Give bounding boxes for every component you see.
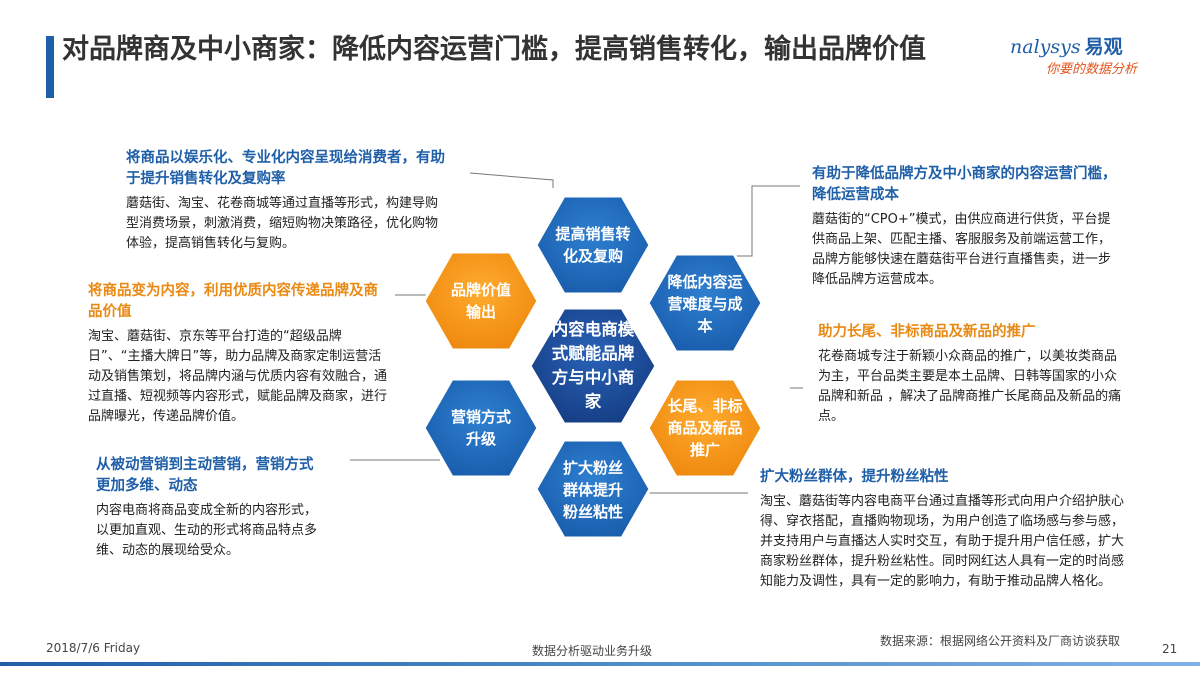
benefit-brand-value: 将商品变为内容，利用优质内容传递品牌及商品价值 淘宝、蘑菇街、京东等平台打造的“… [88,281,388,427]
logo-brand: nalysys [1010,36,1081,58]
title-accent-bar [46,36,54,98]
benefit-heading: 将商品以娱乐化、专业化内容呈现给消费者，有助于提升销售转化及复购率 [126,150,445,187]
connector-top [469,172,554,188]
benefit-sales-conversion: 将商品以娱乐化、专业化内容呈现给消费者，有助于提升销售转化及复购率 蘑菇街、淘宝… [126,148,446,254]
benefit-heading: 有助于降低品牌方及中小商家的内容运营门槛，降低运营成本 [812,166,1117,203]
connector-upper-right [728,185,800,257]
benefit-heading: 扩大粉丝群体，提升粉丝粘性 [760,469,949,485]
page-number: 21 [1162,642,1178,656]
benefit-heading: 助力长尾、非标商品及新品的推广 [818,324,1036,340]
benefit-description: 花卷商城专注于新颖小众商品的推广，以美妆类商品为主，平台品类主要是本土品牌、日韩… [818,349,1122,424]
benefit-long-tail: 助力长尾、非标商品及新品的推广 花卷商城专注于新颖小众商品的推广，以美妆类商品为… [818,322,1128,427]
page-title: 对品牌商及中小商家：降低内容运营门槛，提高销售转化，输出品牌价值 [62,34,926,65]
hex-upper-right-label: 降低内容运营难度与成本 [667,273,743,335]
benefit-marketing-upgrade: 从被动营销到主动营销，营销方式更加多维、动态 内容电商将商品变成全新的内容形式，… [96,455,326,561]
hex-upper-left-label: 品牌价值输出 [450,281,511,321]
data-source-note: 数据来源：根据网络公开资料及厂商访谈获取 [880,634,1121,648]
benefit-heading: 将商品变为内容，利用优质内容传递品牌及商品价值 [88,283,378,320]
hex-center-label: 内容电商模式赋能品牌方与中小商家 [551,320,635,411]
benefit-description: 蘑菇街的“CPO+”模式，由供应商进行供货，平台提供商品上架、匹配主播、客服服务… [812,212,1112,287]
footer-divider [0,662,1200,666]
benefit-heading: 从被动营销到主动营销，营销方式更加多维、动态 [96,457,314,494]
footer-slogan: 数据分析驱动业务升级 [532,644,653,658]
benefit-description: 淘宝、蘑菇街、京东等平台打造的“超级品牌日”、“主播大牌日”等，助力品牌及商家定… [88,329,388,424]
footer-date: 2018/7/6 Friday [46,641,141,655]
benefit-description: 蘑菇街、淘宝、花卷商城等通过直播等形式，构建导购型消费场景，刺激消费，缩短购物决… [126,196,439,251]
hex-top-label: 提高销售转化及复购 [555,225,631,265]
benefit-description: 淘宝、蘑菇街等内容电商平台通过直播等形式向用户介绍护肤心得、穿衣搭配，直播购物现… [760,494,1125,589]
hex-bottom-label: 扩大粉丝群体提升粉丝粘性 [562,459,623,521]
benefit-description: 内容电商将商品变成全新的内容形式，以更加直观、生动的形式将商品特点多维、动态的展… [96,503,318,558]
logo-tagline: 你要的数据分析 [1046,62,1138,77]
hex-lower-right-label: 长尾、非标商品及新品推广 [667,397,743,459]
benefit-fan-growth: 扩大粉丝群体，提升粉丝粘性 淘宝、蘑菇街等内容电商平台通过直播等形式向用户介绍护… [760,467,1125,592]
hex-lower-left-label: 营销方式升级 [450,408,511,448]
benefit-lower-cost: 有助于降低品牌方及中小商家的内容运营门槛，降低运营成本 蘑菇街的“CPO+”模式… [812,164,1122,290]
logo-brand-cn: 易观 [1084,36,1123,58]
